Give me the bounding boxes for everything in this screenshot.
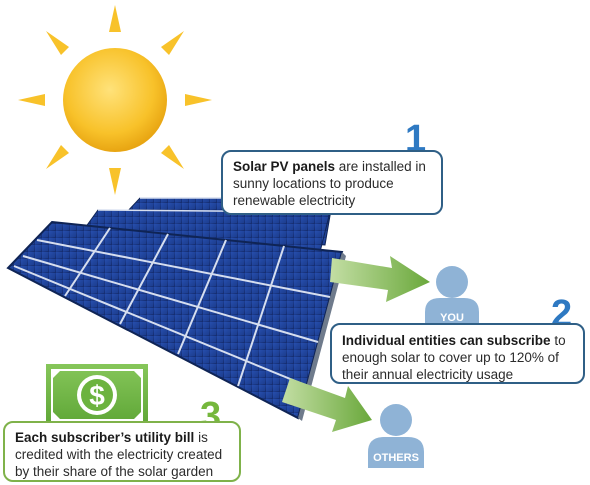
person-icon (368, 404, 424, 468)
callout-2-bold: Individual entities can subscribe (342, 333, 551, 348)
sun-icon (18, 5, 212, 195)
others-label: OTHERS (373, 452, 419, 464)
callout-3-text: is credited with the electricity created… (15, 430, 223, 479)
bill-symbol: $ (89, 380, 105, 411)
callout-1-bold: Solar PV panels (233, 159, 336, 174)
you-label: YOU (440, 312, 464, 324)
dollar-bill-icon: $ (46, 364, 148, 426)
callout-3-bold: Each subscriber’s utility bill (15, 430, 195, 445)
callout-step-3: Each subscriber’s utility bill is credit… (3, 421, 241, 482)
person-icon (425, 266, 479, 327)
solar-panel-icon (6, 197, 346, 421)
callout-step-2: Individual entities can subscribe to eno… (330, 323, 585, 384)
callout-step-1: Solar PV panels are installed in sunny l… (221, 150, 443, 215)
callout-1-text: are installed in sunny locations to prod… (233, 159, 426, 208)
step-number-1: 1 (405, 118, 427, 160)
callout-2-text: to enough solar to cover up to 120% of t… (342, 333, 566, 382)
arrow-icon (282, 256, 430, 432)
